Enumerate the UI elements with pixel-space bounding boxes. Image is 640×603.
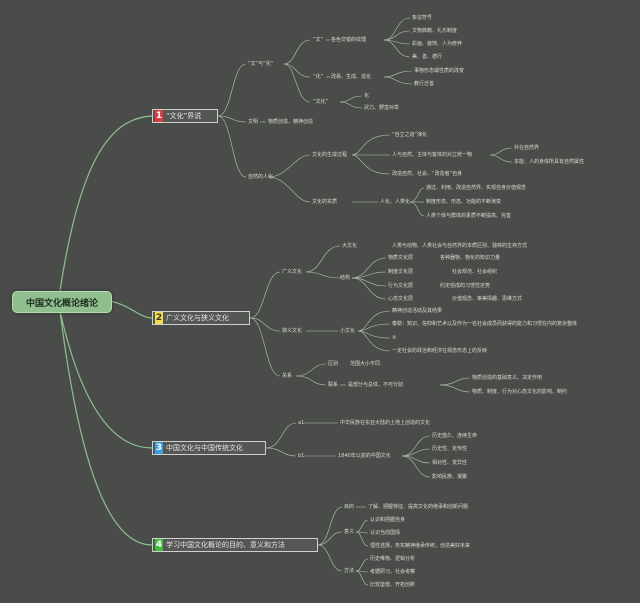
- s4-mudi[interactable]: 目的: [344, 504, 355, 510]
- section-3-node[interactable]: 3 中国文化与中国传统文化: [152, 441, 266, 455]
- s1-shizhi-item-2[interactable]: 制度形态、形态、功能的不断演变: [426, 199, 502, 205]
- s2-jiegou-1[interactable]: 物质文化层: [388, 255, 414, 261]
- s2-xiayi[interactable]: 狭义文化: [282, 328, 303, 334]
- section-4-label: 学习中国文化概论的目的、意义和方法: [166, 541, 285, 549]
- s2-jiegou-4-def[interactable]: 价值观念、审美情趣、思维方式: [452, 296, 523, 302]
- s1-tongyi-item-2[interactable]: 本能、人的身体所具有自然属性: [514, 159, 585, 165]
- section-1-number: 1: [155, 110, 163, 122]
- s1-wen-item-2[interactable]: 文物典籍、礼乐制度: [412, 28, 458, 34]
- s1-wenming[interactable]: 文明: [248, 119, 259, 125]
- section-3-label: 中国文化与中国传统文化: [166, 444, 243, 452]
- s3-a-def[interactable]: 中华民族在东亚大陆的土地上创造的文化: [340, 420, 431, 426]
- s3-b-item-4[interactable]: 影响民族、凝聚: [432, 474, 468, 480]
- s1-guocheng-item-3[interactable]: 改造自然、社会、“改造者”自身: [392, 171, 463, 177]
- s2-lianxi[interactable]: 联系: [328, 382, 339, 388]
- section-4-node[interactable]: 4 学习中国文化概论的目的、意义和方法: [152, 538, 318, 552]
- s4-fangfa-item-3[interactable]: 比较鉴借、开拓创新: [370, 582, 416, 588]
- s2-jiegou-4[interactable]: 心态文化层: [388, 296, 414, 302]
- s2-lianxi-item-2[interactable]: 物质、制度、行为对心态文化的影响、制约: [472, 389, 568, 395]
- s1-guocheng[interactable]: 文化的生成过程: [312, 152, 348, 158]
- s4-yiyi-item-1[interactable]: 认识和把握自身: [370, 517, 406, 523]
- s1-wenhua2-item-2[interactable]: 武力、野蛮对举: [364, 105, 400, 111]
- s2-jiegou-3[interactable]: 行为文化层: [388, 283, 414, 289]
- s4-yiyi-item-2[interactable]: 认识当前国情: [370, 530, 401, 536]
- s2-xiaowenhua[interactable]: 小文化: [340, 328, 356, 334]
- s3-b-item-3[interactable]: 相对性、变异性: [432, 460, 468, 466]
- s1-hua-def[interactable]: 改易、生成、造化: [331, 74, 372, 80]
- s2-guanxi[interactable]: 关系: [282, 373, 293, 379]
- s1-tongyi-item-1[interactable]: 外在自然界: [514, 145, 540, 151]
- s1-guocheng-item-1[interactable]: “自立之道”演化: [392, 132, 428, 138]
- section-2-number: 2: [155, 312, 163, 324]
- s1-wenhua2[interactable]: “文化”: [313, 99, 329, 105]
- s1-shizhi-item-3[interactable]: 人类个体与群体的素质不断提高、完善: [426, 213, 512, 219]
- s1-wenhua2-item-1[interactable]: 化: [364, 93, 370, 99]
- s4-yiyi-item-3[interactable]: 理性选择，务实精神继承传统，创造美好未来: [370, 543, 471, 549]
- s2-xiao-item-1[interactable]: 精神创造活动及其结果: [392, 308, 443, 314]
- s1-wenhua[interactable]: “文”与“化”: [248, 61, 274, 67]
- s3-b[interactable]: b1: [298, 453, 305, 459]
- section-3-number: 3: [155, 442, 163, 454]
- s2-lianxi-item-1[interactable]: 物质创造的基础意义、决定作用: [472, 375, 543, 381]
- s1-wen[interactable]: “文”: [313, 37, 324, 43]
- section-1-node[interactable]: 1 “文化”界说: [152, 109, 218, 123]
- s1-hua-item-2[interactable]: 教行迁善: [414, 81, 435, 87]
- s4-fangfa-item-2[interactable]: 考据研习、社会考察: [370, 569, 416, 575]
- sub-branches: [217, 17, 513, 586]
- s2-qubie-def[interactable]: 范围大小不同: [350, 361, 381, 367]
- s2-dawenhua[interactable]: 大文化: [342, 243, 358, 249]
- section-4-number: 4: [155, 539, 163, 551]
- section-2-node[interactable]: 2 广义文化与狭义文化: [152, 311, 250, 325]
- s1-wenming-def[interactable]: 物质创造、精神创造: [268, 119, 314, 125]
- s2-guangyi[interactable]: 广义文化: [282, 269, 303, 275]
- s2-xiao-item-3[interactable]: ②: [392, 335, 397, 341]
- s2-lianxi-def[interactable]: 是部分与总体，不可分割: [348, 382, 404, 388]
- s1-shizhi-def[interactable]: 人化、人类化: [380, 199, 411, 205]
- s2-xiao-item-2[interactable]: 泰勒：知识、信仰和艺术以及作为一名社会成员而获得的能力和习惯在内的复杂整体: [392, 321, 578, 327]
- s4-mudi-item[interactable]: 了解、把握特征、提高文化的继承和创新问题: [368, 504, 469, 510]
- root-topic[interactable]: 中国文化概论绪论: [12, 291, 112, 313]
- s1-renhua[interactable]: 自然的人化: [248, 174, 274, 180]
- s1-wen-item-1[interactable]: 象征符号: [412, 15, 433, 21]
- s1-shizhi[interactable]: 文化的实质: [312, 199, 338, 205]
- s1-hua-item-1[interactable]: 事物形态或性质的改变: [414, 68, 465, 74]
- s1-shizhi-item-1[interactable]: 通过、利用、改造自然界、实现自身价值观念: [426, 185, 527, 191]
- s1-wen-item-3[interactable]: 彩画、装饰、人为修养: [412, 41, 463, 47]
- s1-hua[interactable]: “化”: [313, 74, 324, 80]
- s2-jiegou[interactable]: 结构: [340, 275, 351, 281]
- s2-jiegou-2-def[interactable]: 社会规范、社会组织: [452, 269, 498, 275]
- s2-jiegou-1-def[interactable]: 各种器物、物化的知识力量: [440, 255, 501, 261]
- s3-b-item-1[interactable]: 历史悠久、连续生命: [432, 433, 478, 439]
- s1-guocheng-item-2[interactable]: 人与自然、主体与客体的对立统一物: [392, 152, 473, 158]
- main-branches: [59, 115, 153, 546]
- s4-fangfa[interactable]: 方法: [344, 568, 355, 574]
- s2-qubie[interactable]: 区别: [328, 361, 339, 367]
- s3-a[interactable]: a1: [298, 420, 305, 426]
- s2-jiegou-2[interactable]: 制度文化层: [388, 269, 414, 275]
- s2-xiao-note[interactable]: 一定社会的政治和经济在观念形态上的反映: [392, 348, 488, 354]
- s4-fangfa-item-1[interactable]: 历史唯物、逻辑分析: [370, 556, 416, 562]
- s3-b-def[interactable]: 1840年以前的中国文化: [338, 453, 391, 459]
- s3-b-item-2[interactable]: 历史性、定传性: [432, 446, 468, 452]
- section-2-label: 广义文化与狭义文化: [166, 314, 229, 322]
- s4-yiyi[interactable]: 意义: [344, 529, 355, 535]
- s1-wen-def[interactable]: 各色交错的纹理: [331, 37, 367, 43]
- s2-jiegou-3-def[interactable]: 约定俗成的习惯性定势: [440, 283, 491, 289]
- section-1-label: “文化”界说: [166, 112, 202, 120]
- s2-dawenhua-def[interactable]: 人类与动物、人类社会与自然界的本质区别、独特的生存方式: [392, 243, 528, 249]
- s1-wen-item-4[interactable]: 美、善、德行: [412, 54, 443, 60]
